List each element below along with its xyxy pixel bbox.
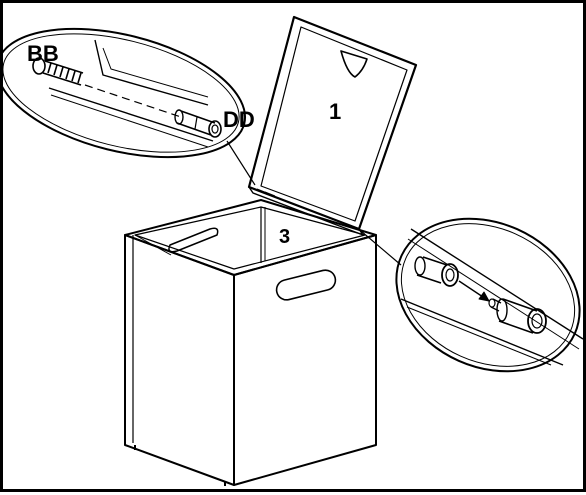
box-front-face xyxy=(233,234,377,486)
screw-bb-icon xyxy=(32,57,84,86)
box-number-label: 3 xyxy=(279,226,290,248)
hinge-sleeve-icon xyxy=(414,256,459,287)
box-lid xyxy=(247,15,418,236)
box-left-face xyxy=(124,234,235,486)
hinge-pin-icon xyxy=(488,298,547,334)
detail-callout-right xyxy=(360,217,584,373)
lid-number-label: 1 xyxy=(329,99,341,124)
hinge-dd-label: DD xyxy=(223,107,255,132)
hinge-barrel-dd-icon xyxy=(174,109,222,138)
screw-bb-label: BB xyxy=(27,41,59,66)
box-front-handle xyxy=(275,269,337,301)
assembly-diagram: 1 3 BB DD xyxy=(3,15,584,486)
insertion-arrow-icon xyxy=(478,291,490,302)
box-left-handle xyxy=(168,227,219,253)
lid-hinge xyxy=(248,186,364,236)
detail-callout-left xyxy=(3,27,256,186)
lid-finger-notch xyxy=(340,50,368,78)
storage-box xyxy=(124,199,377,486)
